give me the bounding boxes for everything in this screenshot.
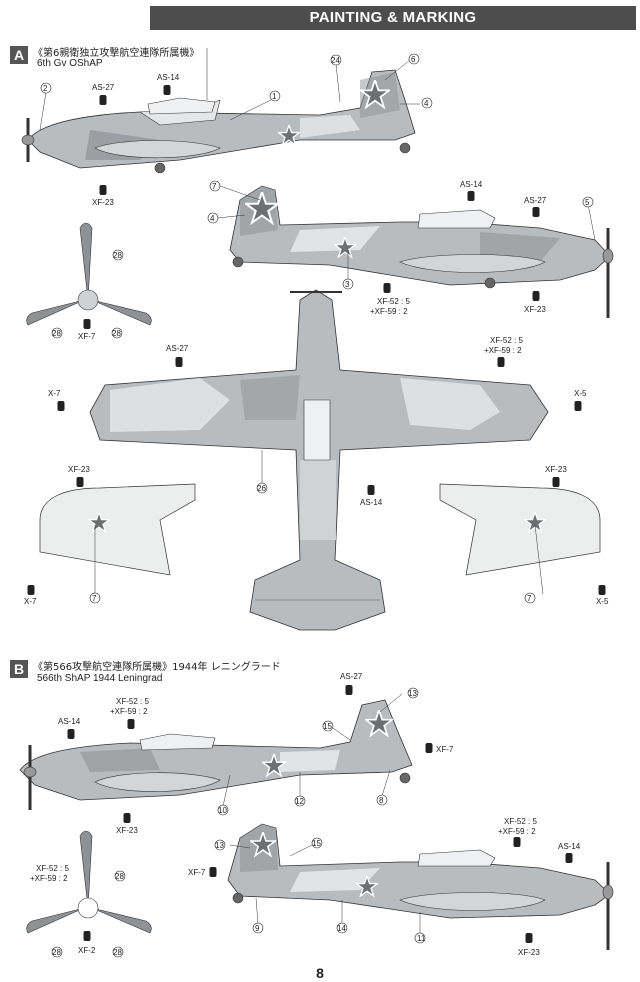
paint-label: XF-52 : 5	[36, 864, 69, 873]
section-b-title-jp: 《第566攻撃航空連隊所属機》1944年 レニングラード	[33, 662, 281, 673]
paint-label: XF-7	[436, 745, 454, 754]
callout-4: 4	[210, 214, 215, 223]
callout-8: 8	[379, 796, 384, 805]
callout-11: 11	[417, 934, 426, 943]
paint-label: AS-14	[558, 842, 581, 851]
paint-label: AS-14	[58, 717, 81, 726]
paint-label: XF-52 : 5	[504, 817, 537, 826]
section-a-title-en: 6th Gv OShAP	[37, 58, 103, 69]
callout-12: 12	[295, 797, 304, 806]
paint-label: XF-52 : 5	[377, 297, 410, 306]
paint-label: +XF-59 : 2	[484, 346, 522, 355]
section-a-title-jp: 《第6親衛独立攻撃航空連隊所属機》	[33, 48, 200, 59]
paint-label: XF-23	[92, 198, 114, 207]
propeller-b	[26, 830, 152, 934]
paint-label: AS-27	[524, 196, 547, 205]
header-bar: PAINTING & MARKING	[150, 6, 636, 30]
callout-15: 15	[323, 722, 332, 731]
callout-13: 13	[215, 841, 224, 850]
section-b-title-en: 566th ShAP 1944 Leningrad	[37, 673, 163, 684]
paint-label: XF-7	[188, 868, 206, 877]
callout-28: 28	[52, 329, 61, 338]
callout-28: 28	[115, 872, 124, 881]
paint-label: XF-23	[518, 948, 540, 957]
callout-28: 28	[52, 948, 61, 957]
paint-label: X-5	[574, 389, 587, 398]
paint-labels: AS-27 AS-14 XF-23 AS-14 AS-27 XF-52 : 5 …	[24, 73, 609, 957]
paint-label: AS-14	[157, 73, 180, 82]
callout-9: 9	[255, 924, 260, 933]
paint-label: XF-23	[524, 305, 546, 314]
callout-5: 5	[585, 198, 590, 207]
paint-label: AS-14	[360, 498, 383, 507]
aircraft-b-right-profile	[227, 823, 614, 950]
paint-label: +XF-59 : 2	[498, 827, 536, 836]
callout-4: 4	[424, 99, 429, 108]
callout-28: 28	[113, 251, 122, 260]
paint-label: XF-7	[78, 332, 96, 341]
paint-label: AS-27	[166, 344, 189, 353]
paint-label: +XF-59 : 2	[110, 707, 148, 716]
paint-label: X-5	[596, 597, 609, 606]
propeller-a	[26, 222, 152, 326]
wing-underside-a-left	[39, 483, 196, 576]
paint-label: XF-52 : 5	[490, 336, 523, 345]
paint-label: XF-52 : 5	[116, 697, 149, 706]
paint-label: AS-14	[460, 180, 483, 189]
paint-label: X-7	[48, 389, 61, 398]
paint-label: XF-23	[116, 826, 138, 835]
paint-label: XF-2	[78, 946, 96, 955]
page-number: 8	[316, 965, 324, 981]
callout-14: 14	[337, 924, 346, 933]
callout-13: 13	[408, 689, 417, 698]
callout-28: 28	[112, 329, 121, 338]
paint-label: AS-27	[340, 672, 363, 681]
wing-underside-a-right	[439, 483, 601, 576]
paint-label: +XF-59 : 2	[30, 874, 68, 883]
callout-7: 7	[212, 182, 217, 191]
callout-7: 7	[92, 594, 97, 603]
callout-2: 2	[43, 84, 48, 93]
callout-24: 24	[331, 56, 340, 65]
aircraft-a-left-profile	[21, 69, 416, 174]
leader-lines	[39, 48, 596, 935]
page-title: PAINTING & MARKING	[309, 9, 477, 26]
callout-numbers: 2 1 24 6 4 7 4 3 5 28 28 28 26 7 7 13 15…	[40, 53, 594, 958]
aircraft-a-right-profile	[229, 185, 614, 318]
paint-label: AS-27	[92, 83, 115, 92]
paint-label: X-7	[24, 597, 37, 606]
paint-label: +XF-59 : 2	[370, 307, 408, 316]
callout-15: 15	[312, 839, 321, 848]
callout-6: 6	[411, 55, 416, 64]
aircraft-b-left-profile	[19, 699, 413, 810]
callout-3: 3	[345, 280, 350, 289]
section-a-badge: A	[10, 46, 28, 64]
aircraft-a-top-view	[89, 289, 549, 631]
callout-7: 7	[527, 594, 532, 603]
paint-label: XF-23	[545, 465, 567, 474]
paint-label: XF-23	[68, 465, 90, 474]
section-b-badge: B	[10, 660, 28, 678]
callout-26: 26	[257, 484, 266, 493]
callout-28: 28	[113, 948, 122, 957]
callout-10: 10	[218, 806, 227, 815]
callout-1: 1	[272, 92, 277, 101]
